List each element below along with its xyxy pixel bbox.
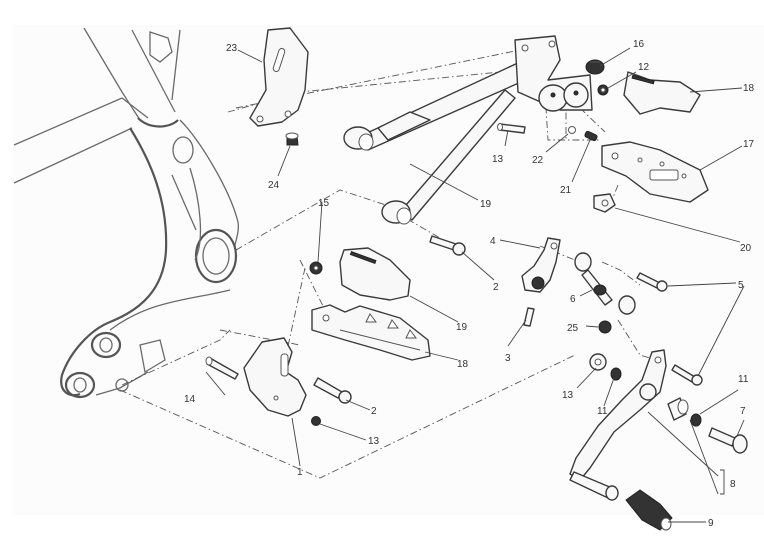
callout-25: 25 <box>567 323 579 334</box>
part-21-spring <box>584 130 598 142</box>
part-23-bracket <box>249 27 309 127</box>
callout-23: 23 <box>226 43 238 54</box>
part-11-washer-right <box>690 413 702 427</box>
part-17-rubber-pad-upper <box>623 71 701 115</box>
callout-17-lower: 19 <box>456 322 468 333</box>
callout-labels: 23 24 16 12 18 13 22 21 17 20 19 2 15 19… <box>184 39 755 529</box>
callout-22: 22 <box>532 155 544 166</box>
part-18-footpeg-lower <box>311 304 431 361</box>
part-13-nut-lower <box>311 416 321 426</box>
callout-19: 19 <box>480 199 492 210</box>
part-10-damper <box>585 59 605 75</box>
part-20-plate <box>593 193 616 213</box>
callout-1: 1 <box>297 467 303 478</box>
callout-14-lower: 14 <box>184 394 196 405</box>
callout-10: 16 <box>633 39 645 50</box>
part-13-nut-upper <box>597 84 609 96</box>
callout-14-upper: 13 <box>492 154 504 165</box>
part-4-lever <box>521 237 561 293</box>
part-5-bolt-upper <box>636 272 668 292</box>
callout-21: 21 <box>560 185 572 196</box>
part-24-screw <box>285 132 299 146</box>
callout-3: 3 <box>505 353 511 364</box>
part-14-pin-upper <box>497 123 526 134</box>
part-6-linkage-rod <box>574 252 636 315</box>
callout-16: 17 <box>743 139 755 150</box>
part-12-washer <box>589 353 607 371</box>
callout-9: 9 <box>708 518 714 529</box>
part-22-ball <box>568 126 576 134</box>
callout-7: 7 <box>740 406 746 417</box>
part-14-pin-lower <box>205 356 239 380</box>
part-3-screw <box>523 307 535 327</box>
callout-2-upper: 2 <box>493 282 499 293</box>
callout-5: 5 <box>738 280 744 291</box>
callout-2-lower: 2 <box>371 406 377 417</box>
part-2-bolt-lower <box>313 377 352 404</box>
callout-20: 20 <box>740 243 752 254</box>
callout-15: 15 <box>318 198 330 209</box>
leader-lines <box>205 47 745 523</box>
part-9-pedal-rubber <box>625 489 673 531</box>
part-1-bracket <box>243 337 307 417</box>
callout-11-right: 11 <box>738 374 749 385</box>
part-25-nut <box>598 320 612 334</box>
part-15-nut <box>309 261 323 275</box>
part-16-footpeg-upper <box>601 141 709 203</box>
callout-12: 13 <box>562 390 574 401</box>
part-7-pivot-bolt <box>708 427 748 454</box>
part-8-gear-pedal <box>569 349 689 501</box>
callout-24: 24 <box>268 180 280 191</box>
part-2-bolt-upper <box>429 235 466 256</box>
callout-18: 18 <box>457 359 469 370</box>
callout-8: 8 <box>730 479 736 490</box>
part-11-washer-left <box>610 367 622 381</box>
callout-13-upper: 12 <box>638 62 650 73</box>
callout-4: 4 <box>490 236 496 247</box>
part-19-bracket-arm <box>343 35 593 225</box>
callout-11-left: 11 <box>597 406 608 417</box>
part-17-rubber-pad-lower <box>339 247 411 301</box>
callout-13-lower: 13 <box>368 436 380 447</box>
part-5-bolt-lower <box>671 364 703 386</box>
callout-6: 6 <box>570 294 576 305</box>
callout-17-upper: 18 <box>743 83 755 94</box>
frame-section <box>13 27 239 399</box>
